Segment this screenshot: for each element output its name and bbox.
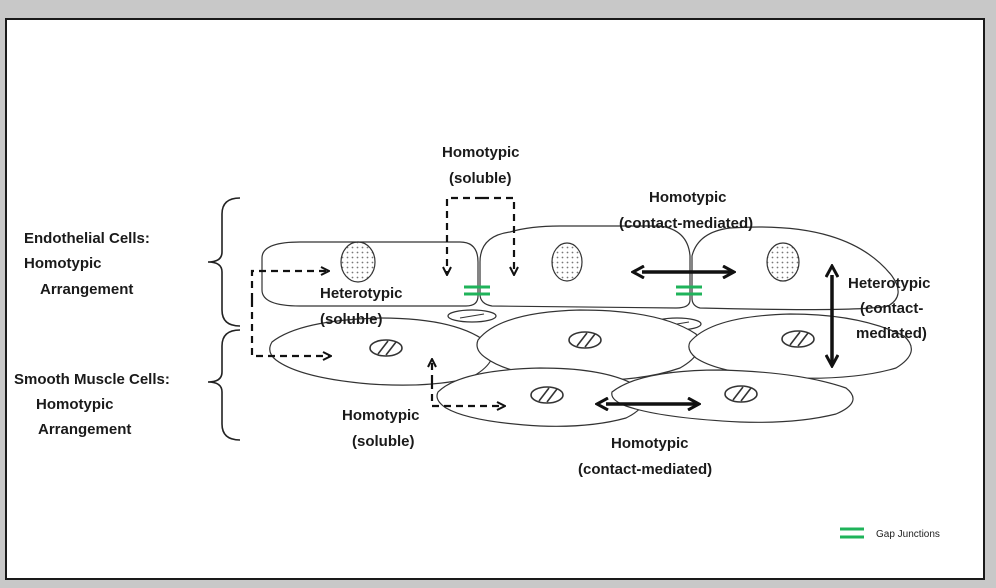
striped-nucleus-icon bbox=[724, 385, 758, 403]
nucleus-icon bbox=[766, 242, 800, 282]
endothelial-line2: Homotypic bbox=[24, 255, 102, 272]
endothelial-layer bbox=[261, 225, 899, 311]
nucleus-stripe bbox=[459, 313, 485, 319]
heterotypic-soluble-label-1: Heterotypic bbox=[320, 285, 403, 302]
homotypic-contact-bottom-label-2: (contact-mediated) bbox=[578, 461, 712, 478]
nucleus-icon bbox=[340, 241, 376, 283]
endothelial-cell-2 bbox=[479, 225, 691, 309]
smooth-muscle-line2: Homotypic bbox=[36, 396, 114, 413]
endothelial-title: Endothelial Cells: bbox=[24, 230, 150, 247]
heterotypic-soluble-arrow-up bbox=[250, 271, 328, 300]
homotypic-soluble-bottom-label-1: Homotypic bbox=[342, 407, 420, 424]
legend-gap-junctions-label: Gap Junctions bbox=[876, 529, 940, 540]
homotypic-soluble-top-label-1: Homotypic bbox=[442, 144, 520, 161]
endothelial-line3: Arrangement bbox=[40, 281, 133, 298]
striped-nucleus-icon bbox=[781, 330, 815, 348]
smooth-muscle-title: Smooth Muscle Cells: bbox=[14, 371, 170, 388]
endothelial-bracket bbox=[207, 197, 241, 327]
heterotypic-soluble-arrow-down bbox=[250, 300, 330, 356]
homotypic-contact-top-label-2: (contact-mediated) bbox=[619, 215, 753, 232]
homotypic-contact-bottom-label-1: Homotypic bbox=[611, 435, 689, 452]
homotypic-soluble-bottom-label-2: (soluble) bbox=[352, 433, 415, 450]
striped-nucleus-icon bbox=[369, 339, 403, 357]
heterotypic-contact-label-3: mediated) bbox=[856, 325, 927, 342]
striped-nucleus-icon bbox=[530, 386, 564, 404]
homotypic-soluble-bottom-arrow-right bbox=[430, 382, 504, 406]
heterotypic-contact-label-1: Heterotypic bbox=[848, 275, 931, 292]
homotypic-contact-top-label-1: Homotypic bbox=[649, 189, 727, 206]
homotypic-soluble-top-arrow-left bbox=[447, 196, 482, 274]
heterotypic-soluble-label-2: (soluble) bbox=[320, 311, 383, 328]
smooth-muscle-line3: Arrangement bbox=[38, 421, 131, 438]
nucleus-icon bbox=[551, 242, 583, 282]
legend: Gap Junctions bbox=[840, 527, 940, 540]
homotypic-soluble-top-label-2: (soluble) bbox=[449, 170, 512, 187]
heterotypic-contact-label-2: (contact- bbox=[860, 300, 923, 317]
striped-nucleus-icon bbox=[568, 331, 602, 349]
smooth-muscle-bracket bbox=[207, 329, 241, 441]
